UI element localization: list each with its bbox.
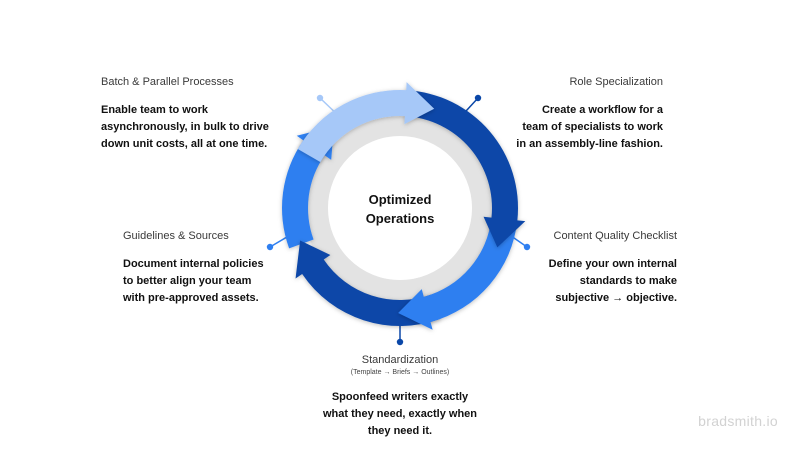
connector-standardization-dot: [396, 338, 404, 346]
connector-batch-dot: [316, 94, 324, 102]
stage-description: Define your own internal standards to ma…: [477, 256, 677, 307]
center-disc: [328, 136, 472, 280]
stage-title: Standardization: [361, 354, 439, 366]
stage-standardization: Standardization (Template → Briefs → Out…: [300, 354, 500, 440]
desc-line: they need it.: [367, 425, 433, 437]
stage-title: Role Specialization: [569, 76, 663, 88]
desc-line: to better align your team: [123, 275, 252, 287]
stage-batch-parallel: Batch & Parallel Processes Enable team t…: [101, 76, 301, 153]
center-label: Optimized Operations: [330, 190, 470, 228]
stage-title: Batch & Parallel Processes: [101, 76, 234, 88]
stage-guidelines-sources: Guidelines & Sources Document internal p…: [123, 230, 323, 307]
center-label-line1: Optimized: [368, 192, 432, 207]
desc-line: subjective → objective.: [555, 292, 677, 304]
stage-description: Document internal policies to better ali…: [123, 256, 323, 307]
desc-line: standards to make: [579, 275, 677, 287]
desc-line: Document internal policies: [123, 258, 264, 270]
desc-line: team of specialists to work: [522, 121, 663, 133]
watermark: bradsmith.io: [698, 413, 778, 429]
desc-line: down unit costs, all at one time.: [101, 138, 268, 150]
desc-line: Spoonfeed writers exactly: [331, 391, 469, 403]
arrow-segment-role: [404, 90, 526, 248]
stage-description: Enable team to work asynchronously, in b…: [101, 102, 301, 153]
connector-role-dot: [474, 94, 482, 102]
arrow-segment-batch: [297, 82, 435, 162]
stage-description: Spoonfeed writers exactly what they need…: [300, 389, 500, 440]
desc-line: Create a workflow for a: [541, 104, 663, 116]
desc-line: what they need, exactly when: [322, 408, 478, 420]
center-label-line2: Operations: [365, 211, 435, 226]
connector-guidelines-dot: [266, 243, 274, 251]
stage-description: Create a workflow for a team of speciali…: [463, 102, 663, 153]
desc-line: Define your own internal: [548, 258, 677, 270]
desc-line: in an assembly-line fashion.: [516, 138, 663, 150]
connector-quality-dot: [523, 243, 531, 251]
desc-line: asynchronously, in bulk to drive: [101, 121, 269, 133]
arrow-segment-standardization: [295, 240, 441, 326]
desc-line: Enable team to work: [101, 104, 208, 116]
stage-title: Content Quality Checklist: [553, 230, 678, 242]
stage-role-specialization: Role Specialization Create a workflow fo…: [463, 76, 663, 153]
arrow-segment-quality: [398, 217, 518, 330]
inner-gray-ring: [306, 114, 494, 302]
stage-content-quality: Content Quality Checklist Define your ow…: [477, 230, 677, 307]
stage-title: Guidelines & Sources: [123, 230, 229, 242]
stage-subtitle: (Template → Briefs → Outlines): [350, 369, 450, 376]
desc-line: with pre-approved assets.: [123, 292, 259, 304]
